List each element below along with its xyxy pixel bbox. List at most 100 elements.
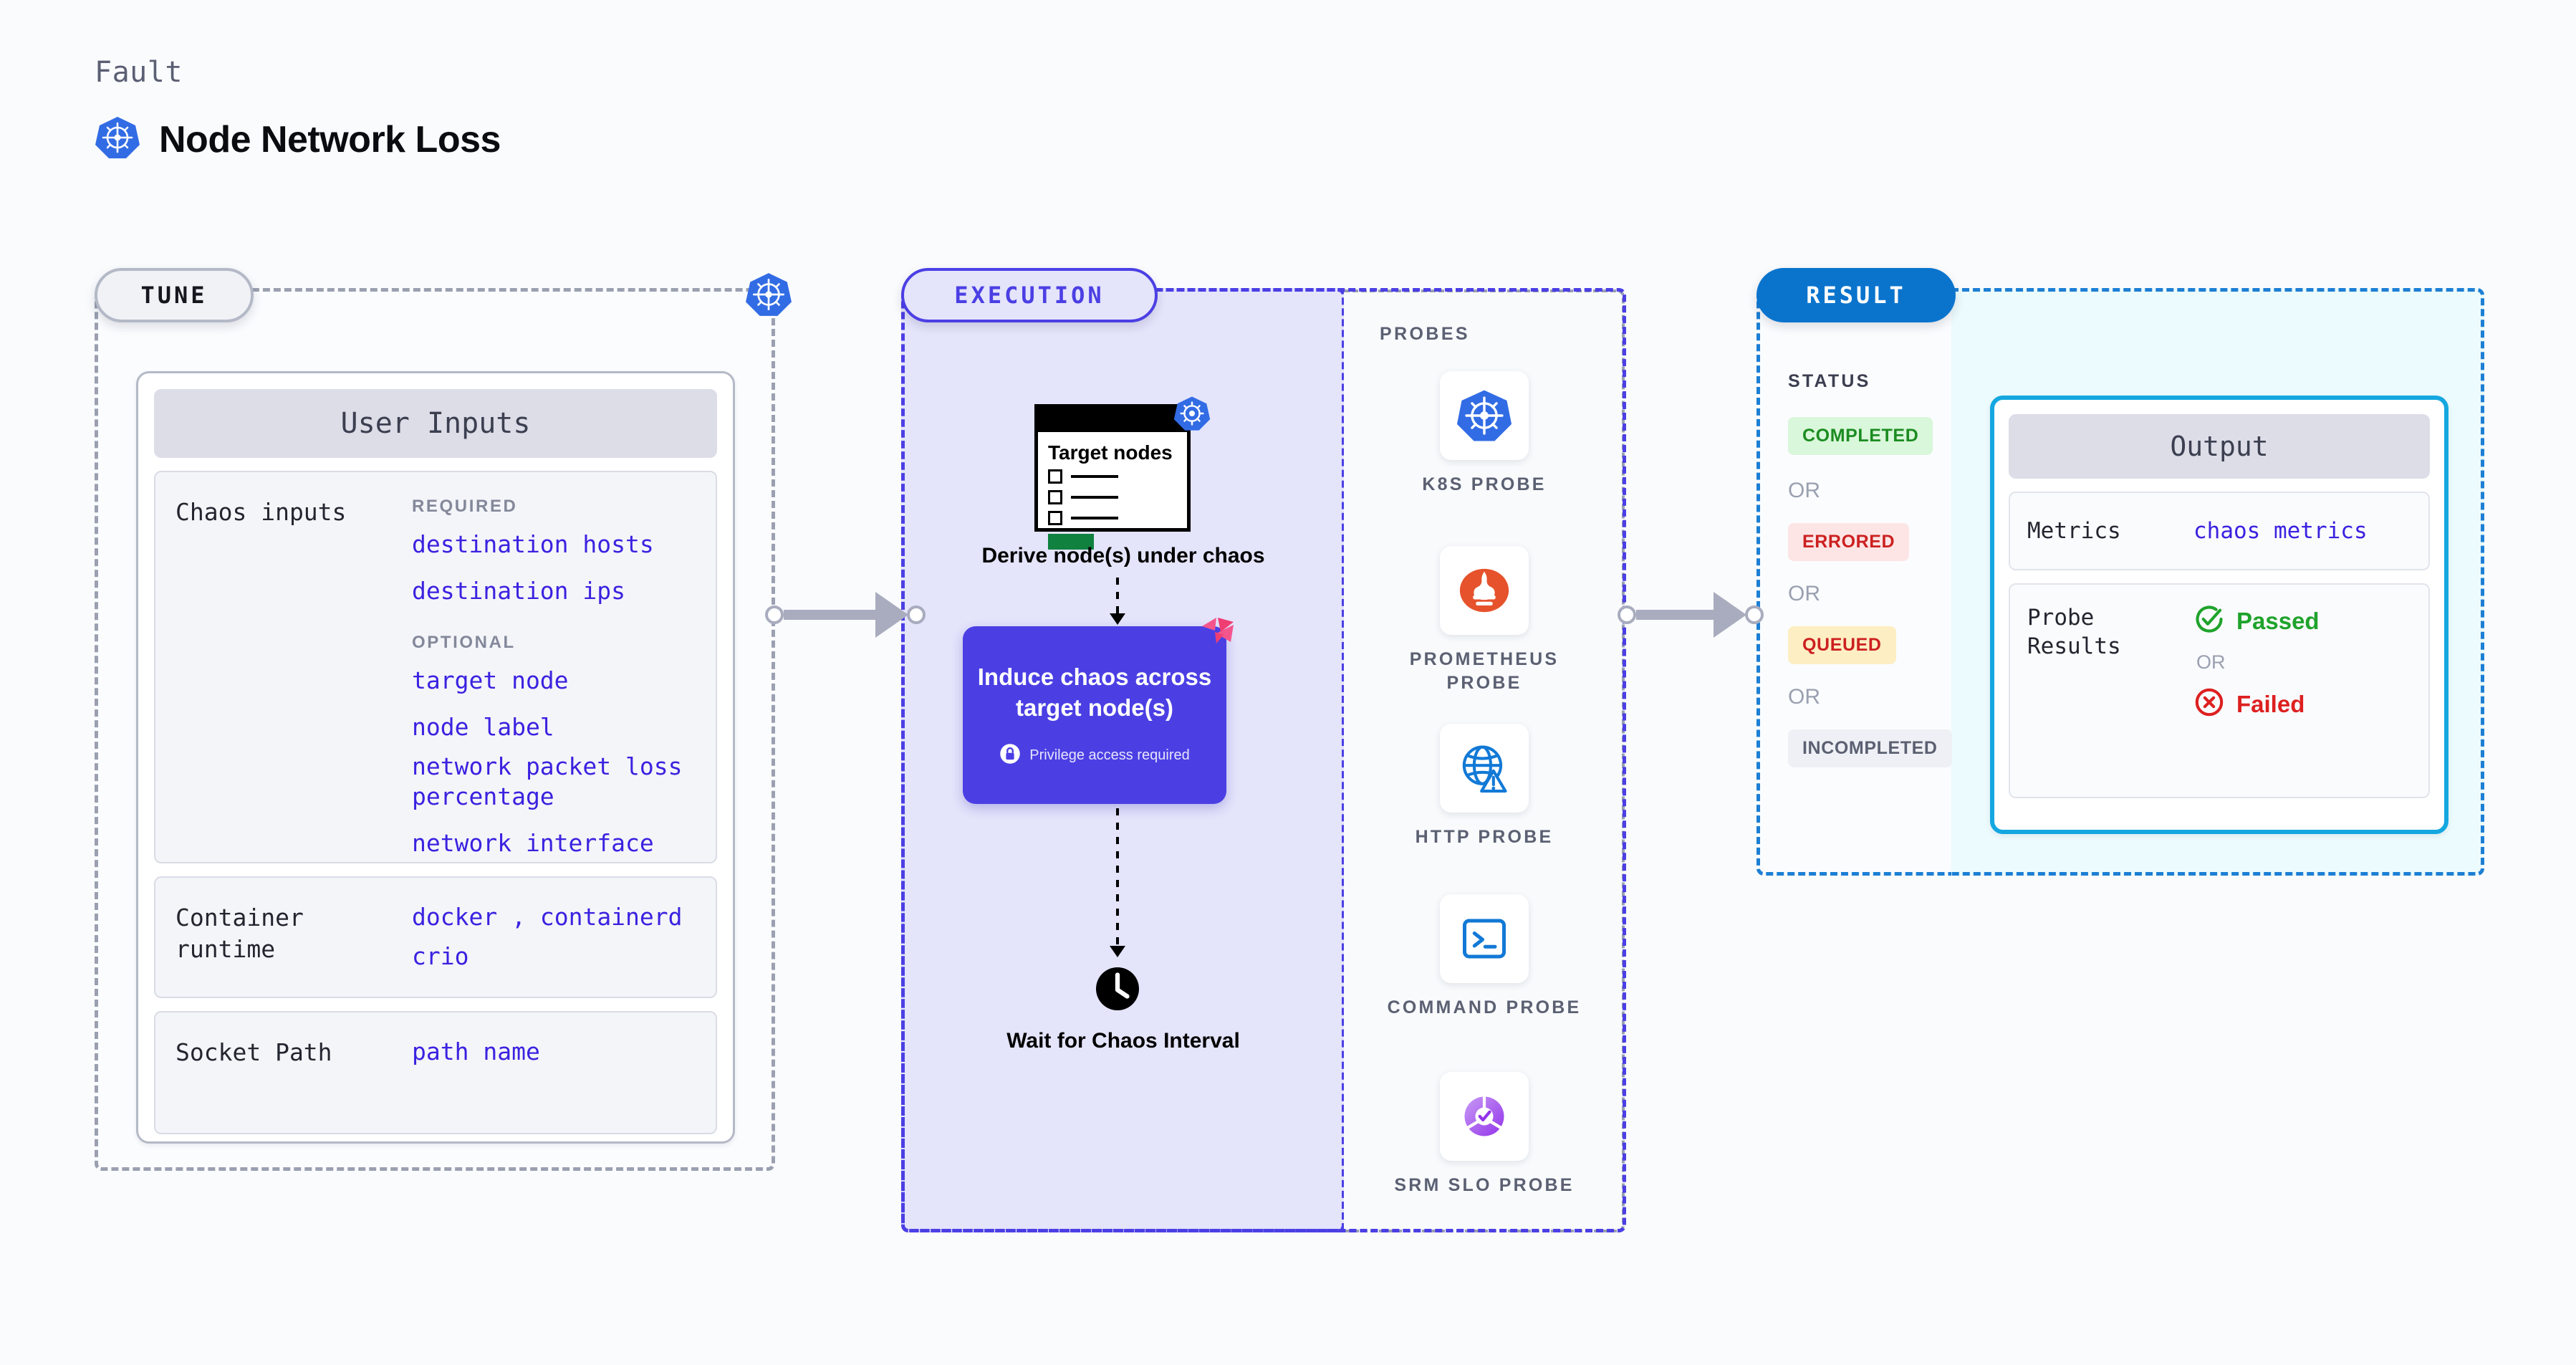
probes-title: PROBES (1380, 324, 1470, 344)
probe-item-http[interactable]: HTTP PROBE (1377, 724, 1592, 849)
param-runtime-line1[interactable]: docker , containerd (412, 902, 696, 933)
privilege-note-text: Privilege access required (1029, 747, 1190, 763)
failed-label: Failed (2236, 690, 2305, 717)
container-runtime-row: Container runtime docker , containerd cr… (154, 876, 717, 998)
placeholder-line (1071, 496, 1118, 499)
page-title-text: Node Network Loss (159, 118, 501, 161)
probe-item-k8s[interactable]: K8S PROBE (1377, 371, 1592, 497)
probe-label: SRM SLO PROBE (1394, 1175, 1575, 1195)
prometheus-icon (1440, 546, 1529, 635)
container-runtime-label: Container runtime (176, 904, 304, 963)
lock-icon (999, 743, 1021, 768)
kubernetes-icon (745, 271, 792, 318)
fault-kicker: Fault (95, 56, 183, 89)
node-list-item (1048, 511, 1177, 526)
checkbox-icon (1048, 469, 1062, 484)
probe-label: COMMAND PROBE (1387, 997, 1582, 1017)
metrics-value[interactable]: chaos metrics (2193, 518, 2368, 544)
execution-flow: Target nodes (901, 288, 1345, 1232)
socket-path-row: Socket Path path name (154, 1011, 717, 1134)
probe-label: HTTP PROBE (1415, 827, 1554, 847)
connector-bar (784, 610, 877, 620)
probe-label: PROMETHEUS PROBE (1409, 649, 1559, 693)
step-caption-derive: Derive node(s) under chaos (981, 544, 1265, 567)
induce-chaos-title: Induce chaos across target node(s) (977, 664, 1212, 721)
target-nodes-title: Target nodes (1048, 441, 1173, 464)
step-caption-wait: Wait for Chaos Interval (1006, 1029, 1240, 1053)
connector-bar (1636, 610, 1715, 620)
param-target-node[interactable]: target node (412, 666, 569, 694)
status-badge-errored: ERRORED (1788, 523, 1910, 561)
probe-item-command[interactable]: COMMAND PROBE (1377, 894, 1592, 1020)
connector-arrowhead (1714, 592, 1746, 638)
checkbox-icon (1048, 490, 1062, 505)
param-crio[interactable]: crio (412, 942, 469, 970)
green-status-bar (1048, 534, 1094, 550)
node-list-item (1048, 469, 1177, 484)
verdict-failed: Failed (2193, 686, 2411, 722)
status-title: STATUS (1788, 371, 1871, 391)
card-title-bar (1038, 408, 1187, 432)
privilege-note: Privilege access required (999, 743, 1190, 768)
kubernetes-icon (1440, 371, 1529, 460)
checkbox-icon (1048, 511, 1062, 526)
or-label: OR (2196, 651, 2226, 673)
flow-arrow-down (1110, 808, 1125, 957)
stage-badge-result[interactable]: RESULT (1756, 268, 1956, 322)
status-badge-incompleted: INCOMPLETED (1788, 729, 1952, 767)
litmus-chaos-icon (1199, 615, 1238, 653)
param-containerd[interactable]: containerd (539, 903, 683, 931)
induce-chaos-box[interactable]: Induce chaos across target node(s) Privi… (963, 618, 1234, 804)
probe-label: K8S PROBE (1422, 474, 1547, 494)
terminal-icon (1440, 894, 1529, 983)
connector-arrowhead (875, 592, 908, 638)
node-list-item (1048, 490, 1177, 505)
param-destination-hosts[interactable]: destination hosts (412, 530, 654, 558)
status-badge-queued: QUEUED (1788, 626, 1896, 664)
connector-execution-to-result (1618, 592, 1764, 638)
connector-tune-to-execution (765, 592, 926, 638)
optional-group-title: OPTIONAL (412, 632, 516, 652)
output-card: Output Metrics chaos metrics Probe Resul… (1990, 396, 2448, 834)
or-label: OR (1788, 582, 1820, 605)
probe-results-row: Probe Results Passed OR (2009, 583, 2430, 798)
connector-dot (907, 605, 926, 624)
kubernetes-icon (1173, 395, 1211, 432)
result-status-panel (1756, 288, 1954, 876)
clock-icon (1092, 963, 1143, 1015)
kubernetes-icon (95, 115, 140, 164)
required-group-title: REQUIRED (412, 497, 518, 516)
placeholder-line (1071, 517, 1118, 520)
x-circle-icon (2193, 686, 2225, 722)
param-destination-ips[interactable]: destination ips (412, 576, 626, 605)
passed-label: Passed (2236, 607, 2320, 634)
probe-item-prometheus[interactable]: PROMETHEUS PROBE (1377, 546, 1592, 694)
srm-slo-icon (1440, 1072, 1529, 1161)
probe-results-label: Probe Results (2027, 605, 2121, 660)
user-inputs-card: User Inputs Chaos inputs REQUIRED destin… (136, 371, 735, 1144)
or-label: OR (1788, 479, 1820, 502)
placeholder-line (1071, 475, 1118, 479)
stage-badge-tune[interactable]: TUNE (95, 268, 254, 322)
param-node-label[interactable]: node label (412, 712, 554, 741)
chaos-inputs-label: Chaos inputs (176, 498, 347, 526)
probe-item-srm-slo[interactable]: SRM SLO PROBE (1377, 1072, 1592, 1197)
param-docker[interactable]: docker (412, 903, 498, 931)
param-path-name[interactable]: path name (412, 1038, 540, 1065)
metrics-label: Metrics (2027, 517, 2121, 544)
status-badge-completed: COMPLETED (1788, 417, 1933, 455)
connector-dot (765, 605, 784, 624)
connector-dot (1745, 605, 1764, 624)
param-network-interface[interactable]: network interface (412, 829, 654, 858)
check-circle-icon (2193, 603, 2225, 638)
stage-badge-execution[interactable]: EXECUTION (901, 268, 1158, 322)
chaos-inputs-row: Chaos inputs REQUIRED destination hosts … (154, 471, 717, 863)
target-nodes-card: Target nodes (1034, 396, 1211, 550)
user-inputs-title: User Inputs (154, 389, 717, 458)
verdict-passed: Passed (2193, 603, 2411, 638)
socket-path-label: Socket Path (176, 1038, 332, 1066)
connector-dot (1618, 605, 1636, 624)
param-network-packet-loss-percentage[interactable]: network packet loss percentage (412, 752, 683, 811)
metrics-row: Metrics chaos metrics (2009, 492, 2430, 570)
